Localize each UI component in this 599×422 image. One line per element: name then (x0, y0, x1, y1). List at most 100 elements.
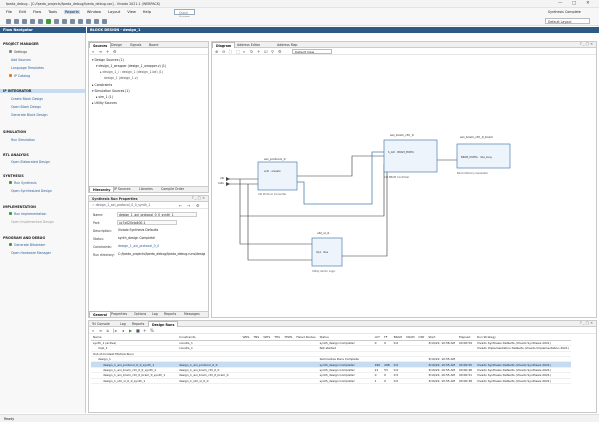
collapse-icon[interactable]: ≡ (99, 49, 103, 54)
tree-design-sources[interactable]: ▾ Design Sources (1) (92, 58, 124, 62)
save-icon[interactable] (14, 19, 19, 24)
sigma-icon[interactable] (78, 19, 83, 24)
percent-icon[interactable]: % (150, 328, 154, 333)
zoom-fit-icon[interactable]: ⛶ (229, 49, 232, 54)
maximize-button[interactable]: □ (572, 1, 577, 6)
tab-reports[interactable]: Reports (132, 322, 145, 326)
col-tpws[interactable]: TPWS (282, 335, 295, 341)
tree-design-v[interactable]: design_1 (design_1.v) (104, 76, 138, 80)
tab-signals[interactable]: Signals (130, 43, 142, 47)
tab-tcl-console[interactable]: Tcl Console (92, 322, 110, 326)
search-icon[interactable]: ⌕ (92, 49, 95, 54)
prev-icon[interactable]: ◂ (122, 328, 125, 333)
tab-properties[interactable]: Properties (111, 312, 128, 316)
tab-design-runs[interactable]: Design Runs (148, 321, 179, 327)
col-whs[interactable]: WHS (261, 335, 273, 341)
undo-icon[interactable] (22, 19, 27, 24)
port-rstn-arrow-icon[interactable] (226, 182, 230, 186)
tab-reports[interactable]: Reports (164, 312, 177, 316)
menu-flow[interactable]: Flow (32, 10, 42, 14)
tab-ip-sources[interactable]: IP Sources (114, 187, 131, 191)
view-select[interactable]: Default View (292, 49, 332, 54)
tab-options[interactable]: Options (134, 312, 147, 316)
split-icon[interactable] (86, 19, 91, 24)
first-icon[interactable]: |◂ (113, 328, 117, 333)
prop-constraints-value[interactable]: design_1_axi_protocol_0_0 (118, 244, 160, 248)
nav-item-open-synthesized-design[interactable]: Open Synthesized Design (11, 189, 52, 193)
col-failed-routes[interactable]: Failed Routes (294, 335, 318, 341)
minimize-button[interactable]: — (558, 1, 563, 6)
tab-sources[interactable]: Sources (89, 42, 112, 48)
col-name[interactable]: Name (91, 335, 177, 341)
tab-messages[interactable]: Messages (184, 312, 200, 316)
col-run-strategy[interactable]: Run Strategy (475, 335, 571, 341)
tab-board[interactable]: Board (149, 43, 159, 47)
tab-address-editor[interactable]: Address Editor (237, 43, 261, 47)
menu-reports[interactable]: Reports (64, 10, 80, 14)
nav-item-open-elaborated-design[interactable]: Open Elaborated Design (11, 160, 50, 164)
pin-icon[interactable]: ⚲ (271, 49, 274, 54)
menu-edit[interactable]: Edit (19, 10, 26, 14)
nav-section-ip-integrator[interactable]: IP INTEGRATOR (0, 89, 85, 93)
panel-controls-icon[interactable]: ? _ □ ✕ (579, 321, 593, 325)
add-ip-icon[interactable]: + (257, 49, 261, 54)
nav-section-program-and-debug[interactable]: PROGRAM AND DEBUG (3, 236, 46, 240)
nav-section-simulation[interactable]: SIMULATION (3, 130, 26, 134)
tab-log[interactable]: Log (152, 312, 158, 316)
col-constraints[interactable]: Constraints (177, 335, 231, 341)
tab-hierarchy[interactable]: Hierarchy (89, 186, 115, 192)
prop-name-field[interactable]: design_1_axi_protocol_0_0_synth_1 (117, 212, 197, 217)
col-dsp[interactable]: DSP (416, 335, 427, 341)
redo-icon[interactable] (30, 19, 35, 24)
close-button[interactable]: ✕ (586, 1, 590, 6)
nav-item-settings[interactable]: Settings (9, 50, 27, 54)
nav-item-ip-catalog[interactable]: IP Catalog (9, 74, 30, 78)
col-lut[interactable]: LUT (372, 335, 383, 341)
validate-icon[interactable]: ☑ (264, 49, 268, 54)
col-status[interactable]: Status (317, 335, 373, 341)
tree-design-instance[interactable]: ▸ design_1_i : design_1 (design_1.bd) (1… (100, 70, 163, 74)
gear-icon[interactable]: ⚙ (278, 49, 282, 54)
port-clk-arrow-icon[interactable] (226, 177, 230, 181)
menu-help[interactable]: Help (142, 10, 151, 14)
nav-item-generate-block-design[interactable]: Generate Block Design (11, 113, 48, 117)
search-icon[interactable]: ⌕ (243, 49, 246, 54)
block-axi-bram-ctrl[interactable] (383, 139, 438, 173)
menu-file[interactable]: File (6, 10, 13, 14)
cursor-icon[interactable] (102, 19, 107, 24)
expand-icon[interactable]: ≑ (106, 328, 110, 333)
nav-item-run-simulation[interactable]: Run Simulation (11, 138, 36, 142)
zoom-in-icon[interactable]: ⊕ (215, 49, 219, 54)
back-arrow-icon[interactable]: ← (179, 203, 183, 208)
tree-constraints[interactable]: ▸ Constraints (92, 83, 113, 87)
nav-item-add-sources[interactable]: Add Sources (11, 58, 31, 62)
menu-view[interactable]: View (127, 10, 136, 14)
regenerate-layout-icon[interactable]: ↻ (250, 49, 254, 54)
search-icon[interactable]: ⌕ (92, 328, 95, 333)
step-icon[interactable] (54, 19, 59, 24)
table-row[interactable]: Out-of-Context Module Runs (91, 351, 571, 358)
col-elapsed[interactable]: Elapsed (457, 335, 476, 341)
tab-general[interactable]: General (89, 311, 112, 317)
nav-item-generate-bitstream[interactable]: Generate Bitstream (9, 243, 45, 247)
close-icon[interactable] (70, 19, 75, 24)
block-util-vl[interactable] (311, 237, 343, 267)
tab-address-map[interactable]: Address Map (277, 43, 298, 47)
prop-part-field[interactable]: xc7z020clg400-1 (117, 220, 177, 225)
nav-section-project-manager[interactable]: PROJECT MANAGER (3, 42, 39, 46)
block-diagram-canvas[interactable]: clk rstn axi_protocol_0 aclk · aresetn A… (212, 56, 596, 318)
gear-icon[interactable]: ⚙ (196, 203, 200, 208)
gear-icon[interactable] (62, 19, 67, 24)
col-uram[interactable]: URAM (404, 335, 417, 341)
nav-item-open-block-design[interactable]: Open Block Design (11, 105, 42, 109)
select-area-icon[interactable]: ⬚ (236, 49, 240, 54)
gear-icon[interactable]: ⚙ (113, 49, 117, 54)
nav-item-run-synthesis[interactable]: Run Synthesis (9, 181, 37, 185)
menu-layout[interactable]: Layout (108, 10, 121, 14)
tab-compile-order[interactable]: Compile Order (161, 187, 185, 191)
nav-item-open-hardware-manager[interactable]: Open Hardware Manager (11, 251, 51, 255)
